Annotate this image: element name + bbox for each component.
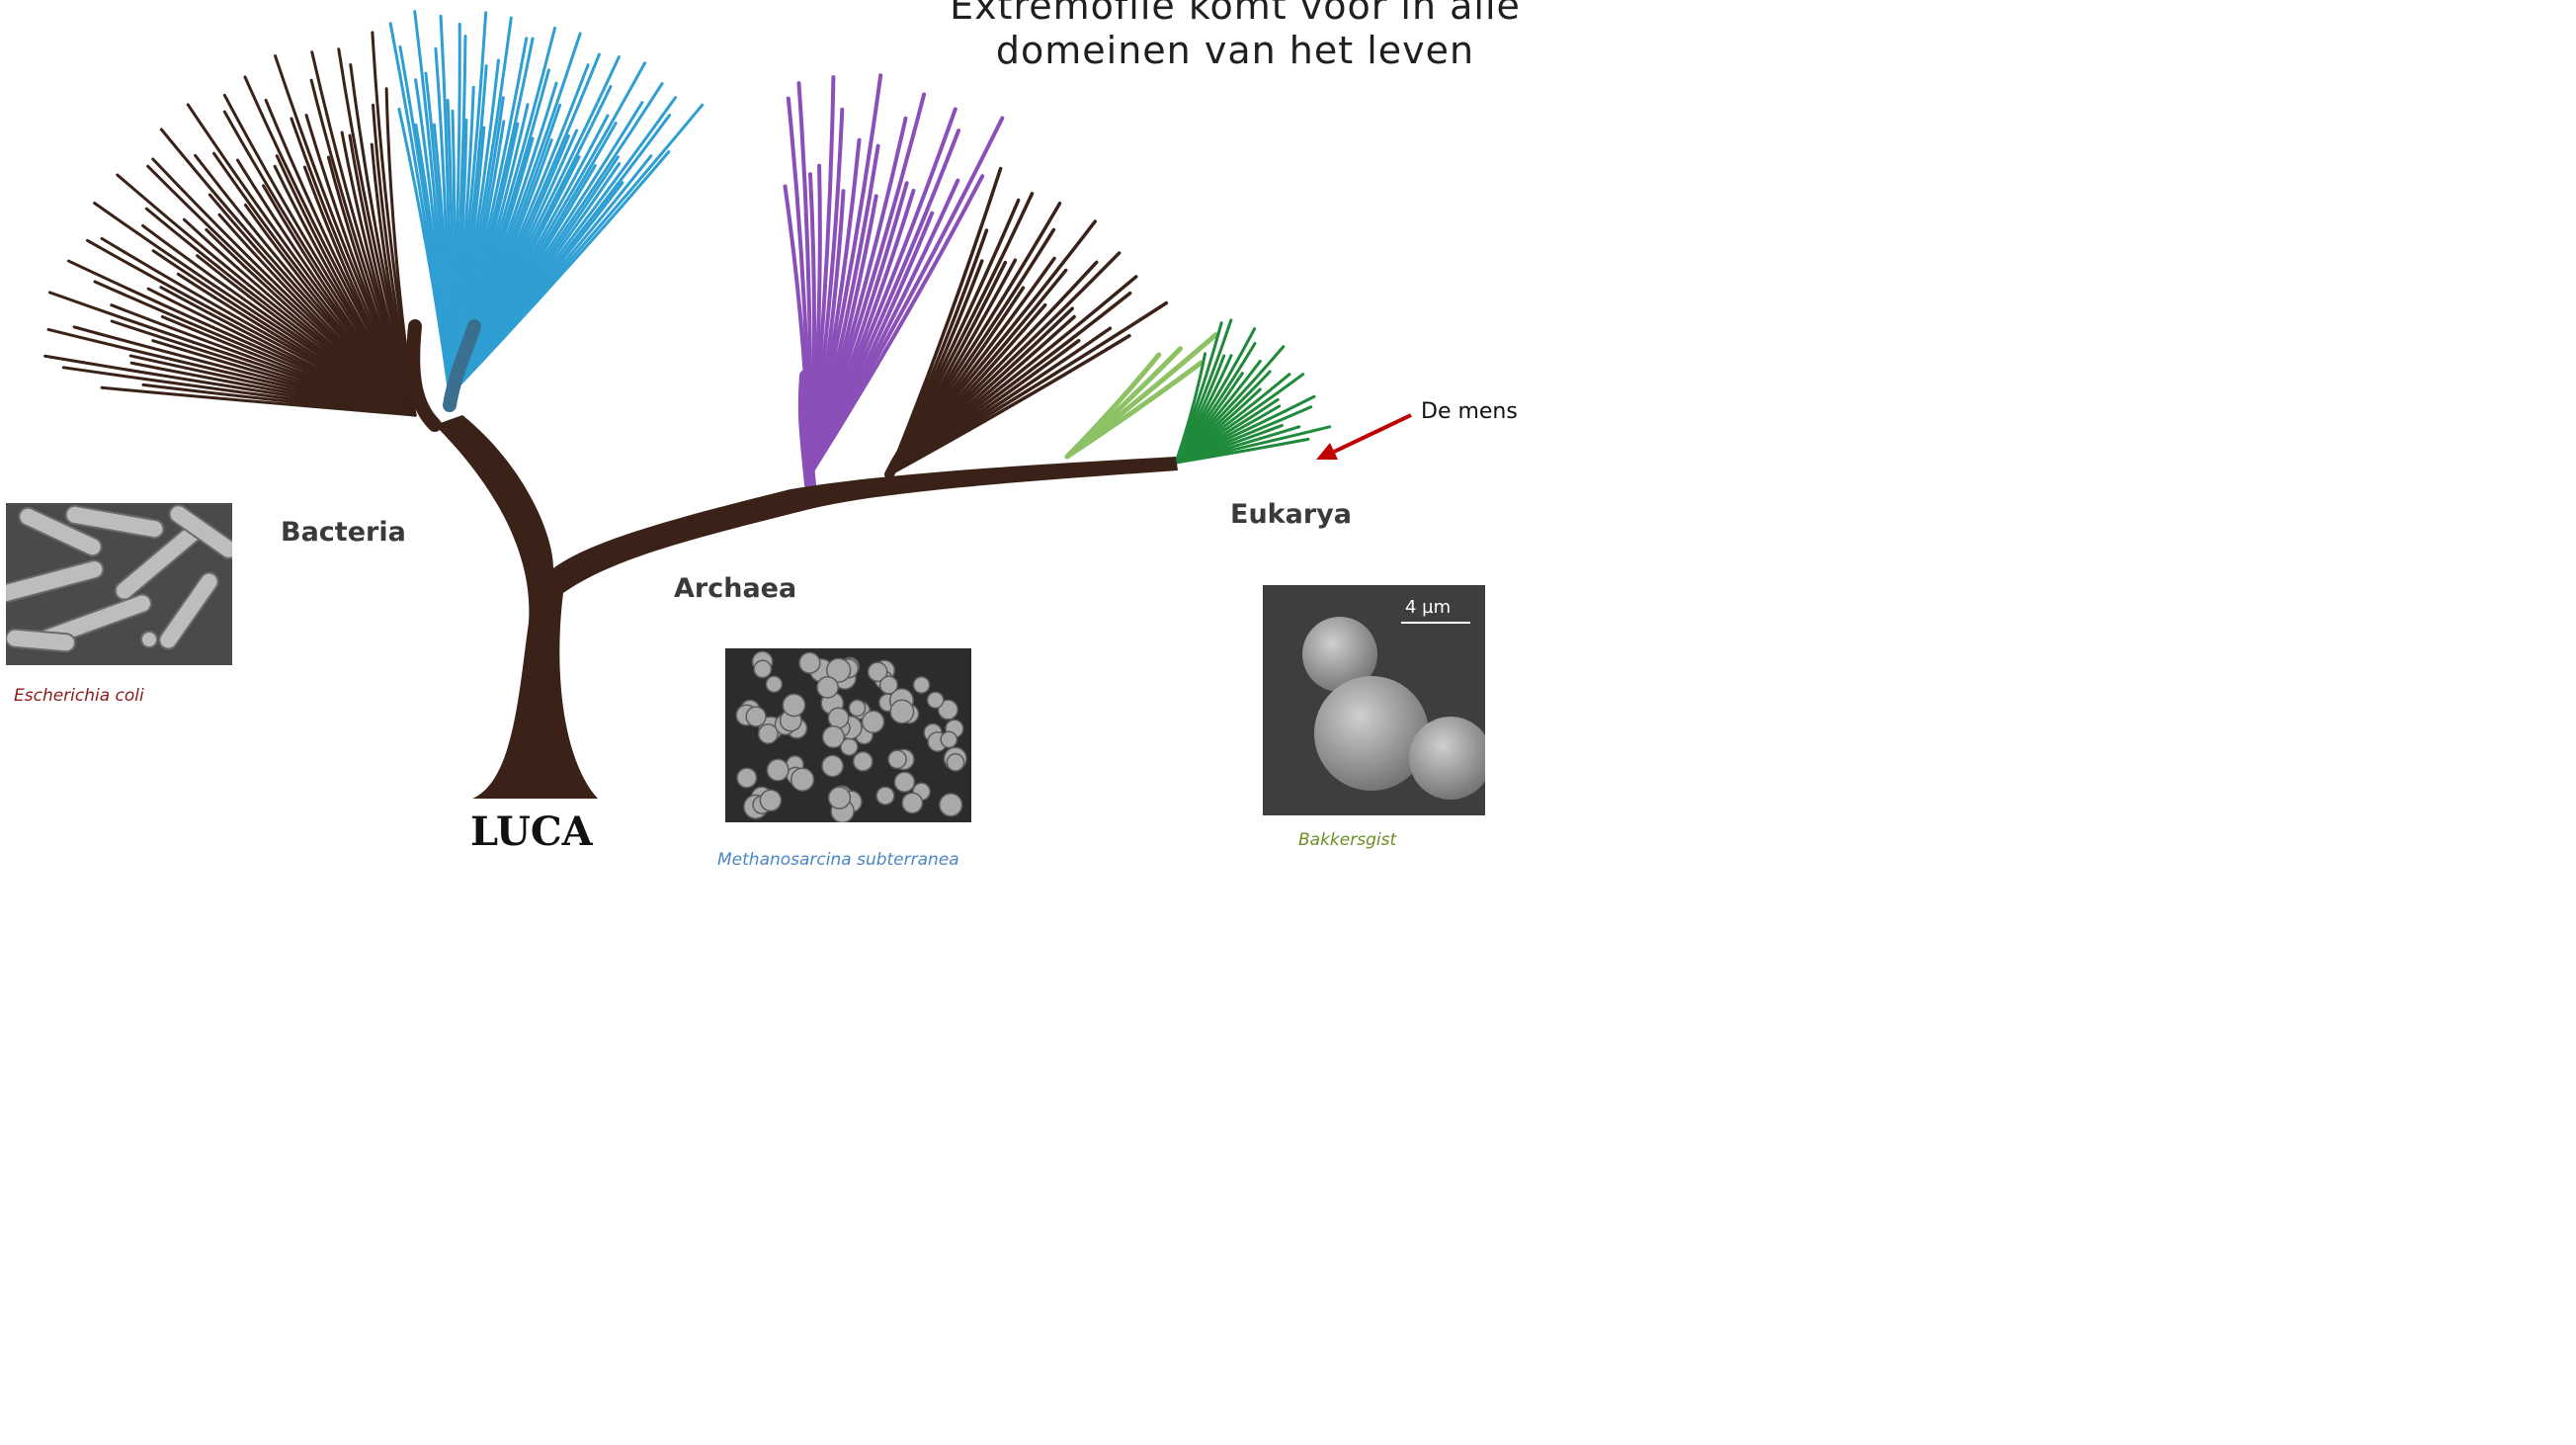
methanosarcina-micrograph [725, 648, 971, 822]
tree-of-life-slide: Extremofile komt voor in alle domeinen v… [0, 0, 1549, 870]
bacteria-brown-branches [45, 33, 415, 415]
bacteria-blue-branches [390, 12, 703, 395]
yeast-micrograph: 4 µm [1263, 585, 1485, 815]
slide-title-line-1: Extremofile komt voor in alle [889, 0, 1549, 28]
tree-branches [45, 12, 1330, 484]
yeast-micrograph-image [1263, 585, 1485, 815]
human-pointer-arrow [1332, 415, 1411, 453]
ecoli-micrograph-image [6, 503, 232, 665]
slide-title-line-2: domeinen van het leven [889, 29, 1549, 72]
eukarya-green-branches [1176, 320, 1330, 463]
domain-label-bacteria: Bacteria [281, 517, 406, 548]
ecoli-caption: Escherichia coli [14, 686, 144, 706]
ecoli-micrograph [6, 503, 232, 665]
human-pointer-label: De mens [1421, 399, 1518, 424]
root-label-luca: LUCA [470, 808, 593, 855]
methanosarcina-micrograph-image [725, 648, 971, 822]
yeast-caption: Bakkersgist [1298, 830, 1396, 850]
domain-label-eukarya: Eukarya [1230, 499, 1352, 530]
scale-bar-label: 4 µm [1405, 597, 1451, 618]
purple-stem [804, 376, 810, 484]
bacteria-stem [413, 326, 435, 425]
domain-label-archaea: Archaea [674, 573, 796, 604]
methanosarcina-caption: Methanosarcina subterranea [717, 850, 959, 870]
